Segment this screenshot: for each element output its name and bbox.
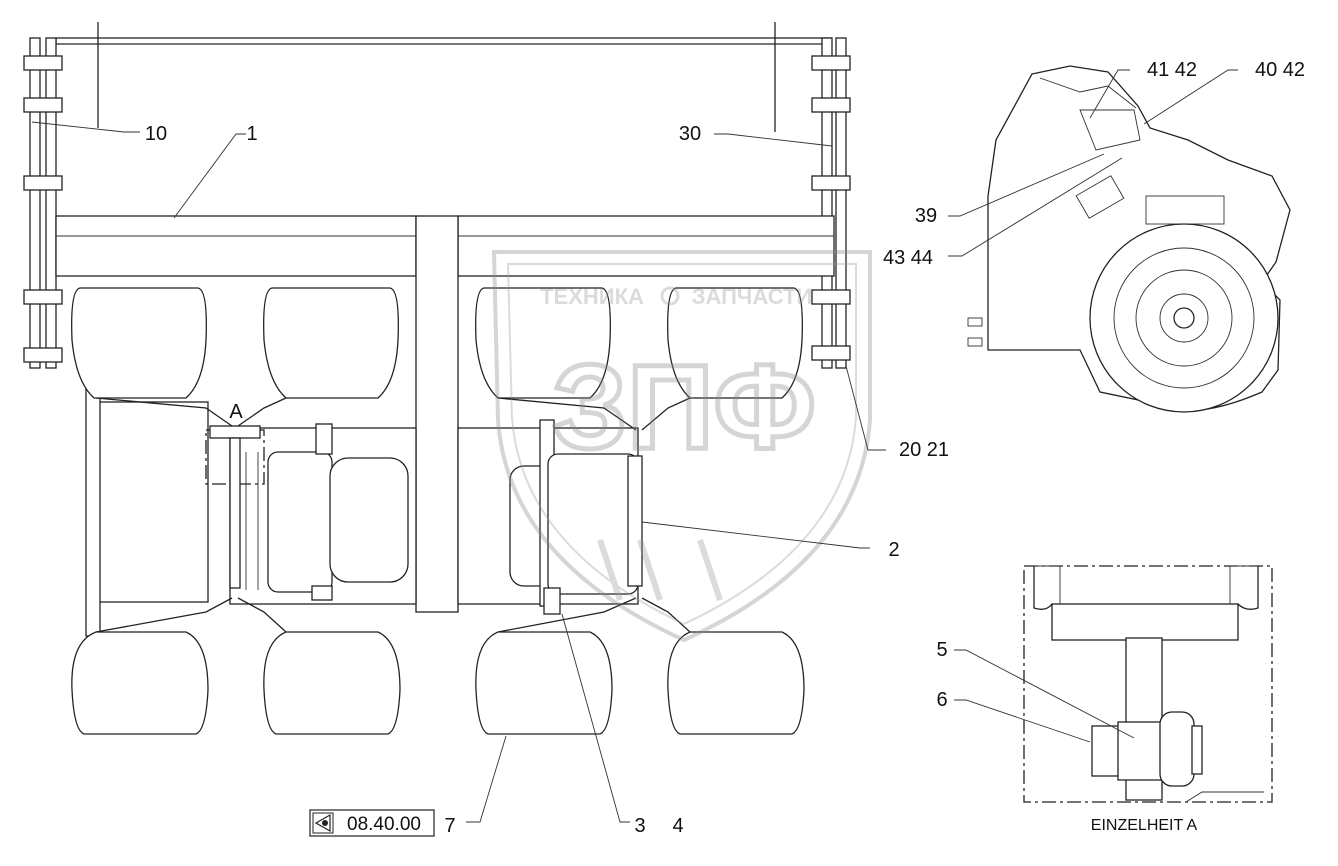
reference-box[interactable]: 08.40.00: [309, 809, 435, 837]
callout-20-21: 20 21: [899, 439, 949, 461]
gear-icon: [660, 286, 680, 306]
callout-labels: 10 1 30 2 20 21 7 3 4 41 42 40 42 39 43 …: [145, 59, 1305, 837]
watermark-emblem: ЗПФ: [552, 340, 816, 474]
wheat-icon: [597, 539, 723, 601]
callout-40-42: 40 42: [1255, 59, 1305, 81]
callout-39: 39: [915, 205, 937, 227]
callout-1: 1: [246, 123, 257, 145]
callout-7: 7: [444, 815, 455, 837]
section-a-label: A: [229, 401, 243, 423]
axle-housing-left: [85, 375, 417, 637]
callout-6: 6: [936, 689, 947, 711]
reference-code: 08.40.00: [347, 814, 421, 835]
callout-30: 30: [679, 123, 701, 145]
tyres-top-row: [71, 287, 803, 431]
cross-beam: [55, 215, 835, 613]
right-rack-with-clamps: [811, 37, 851, 369]
callout-10: 10: [145, 123, 167, 145]
leader-lines: [31, 69, 1238, 823]
detail-caption: EINZELHEIT A: [1091, 817, 1198, 834]
callout-5: 5: [936, 639, 947, 661]
shield-outline-icon: [491, 250, 872, 643]
top-frame: [55, 22, 832, 219]
callout-41-42: 41 42: [1147, 59, 1197, 81]
callout-3: 3: [634, 815, 645, 837]
tractor-side-view: [967, 65, 1291, 413]
callout-43-44: 43 44: [883, 247, 933, 269]
eye-view-icon: [314, 813, 331, 833]
detail-a-view: EINZELHEIT A: [1023, 565, 1273, 834]
callout-4: 4: [672, 815, 683, 837]
tyres-bottom-row: [71, 597, 805, 735]
section-a-marker: A: [205, 401, 265, 589]
axle-housing-right: [457, 419, 643, 615]
watermark-text-left: ТЕХНИКА: [540, 284, 644, 309]
callout-2: 2: [888, 539, 899, 561]
main-assembly-view: A: [23, 22, 851, 735]
left-rack-with-clamps: [23, 37, 63, 369]
watermark-text-right: ЗАПЧАСТИ: [692, 284, 813, 309]
watermark: ТЕХНИКА ЗАПЧАСТИ ЗПФ: [491, 250, 872, 643]
